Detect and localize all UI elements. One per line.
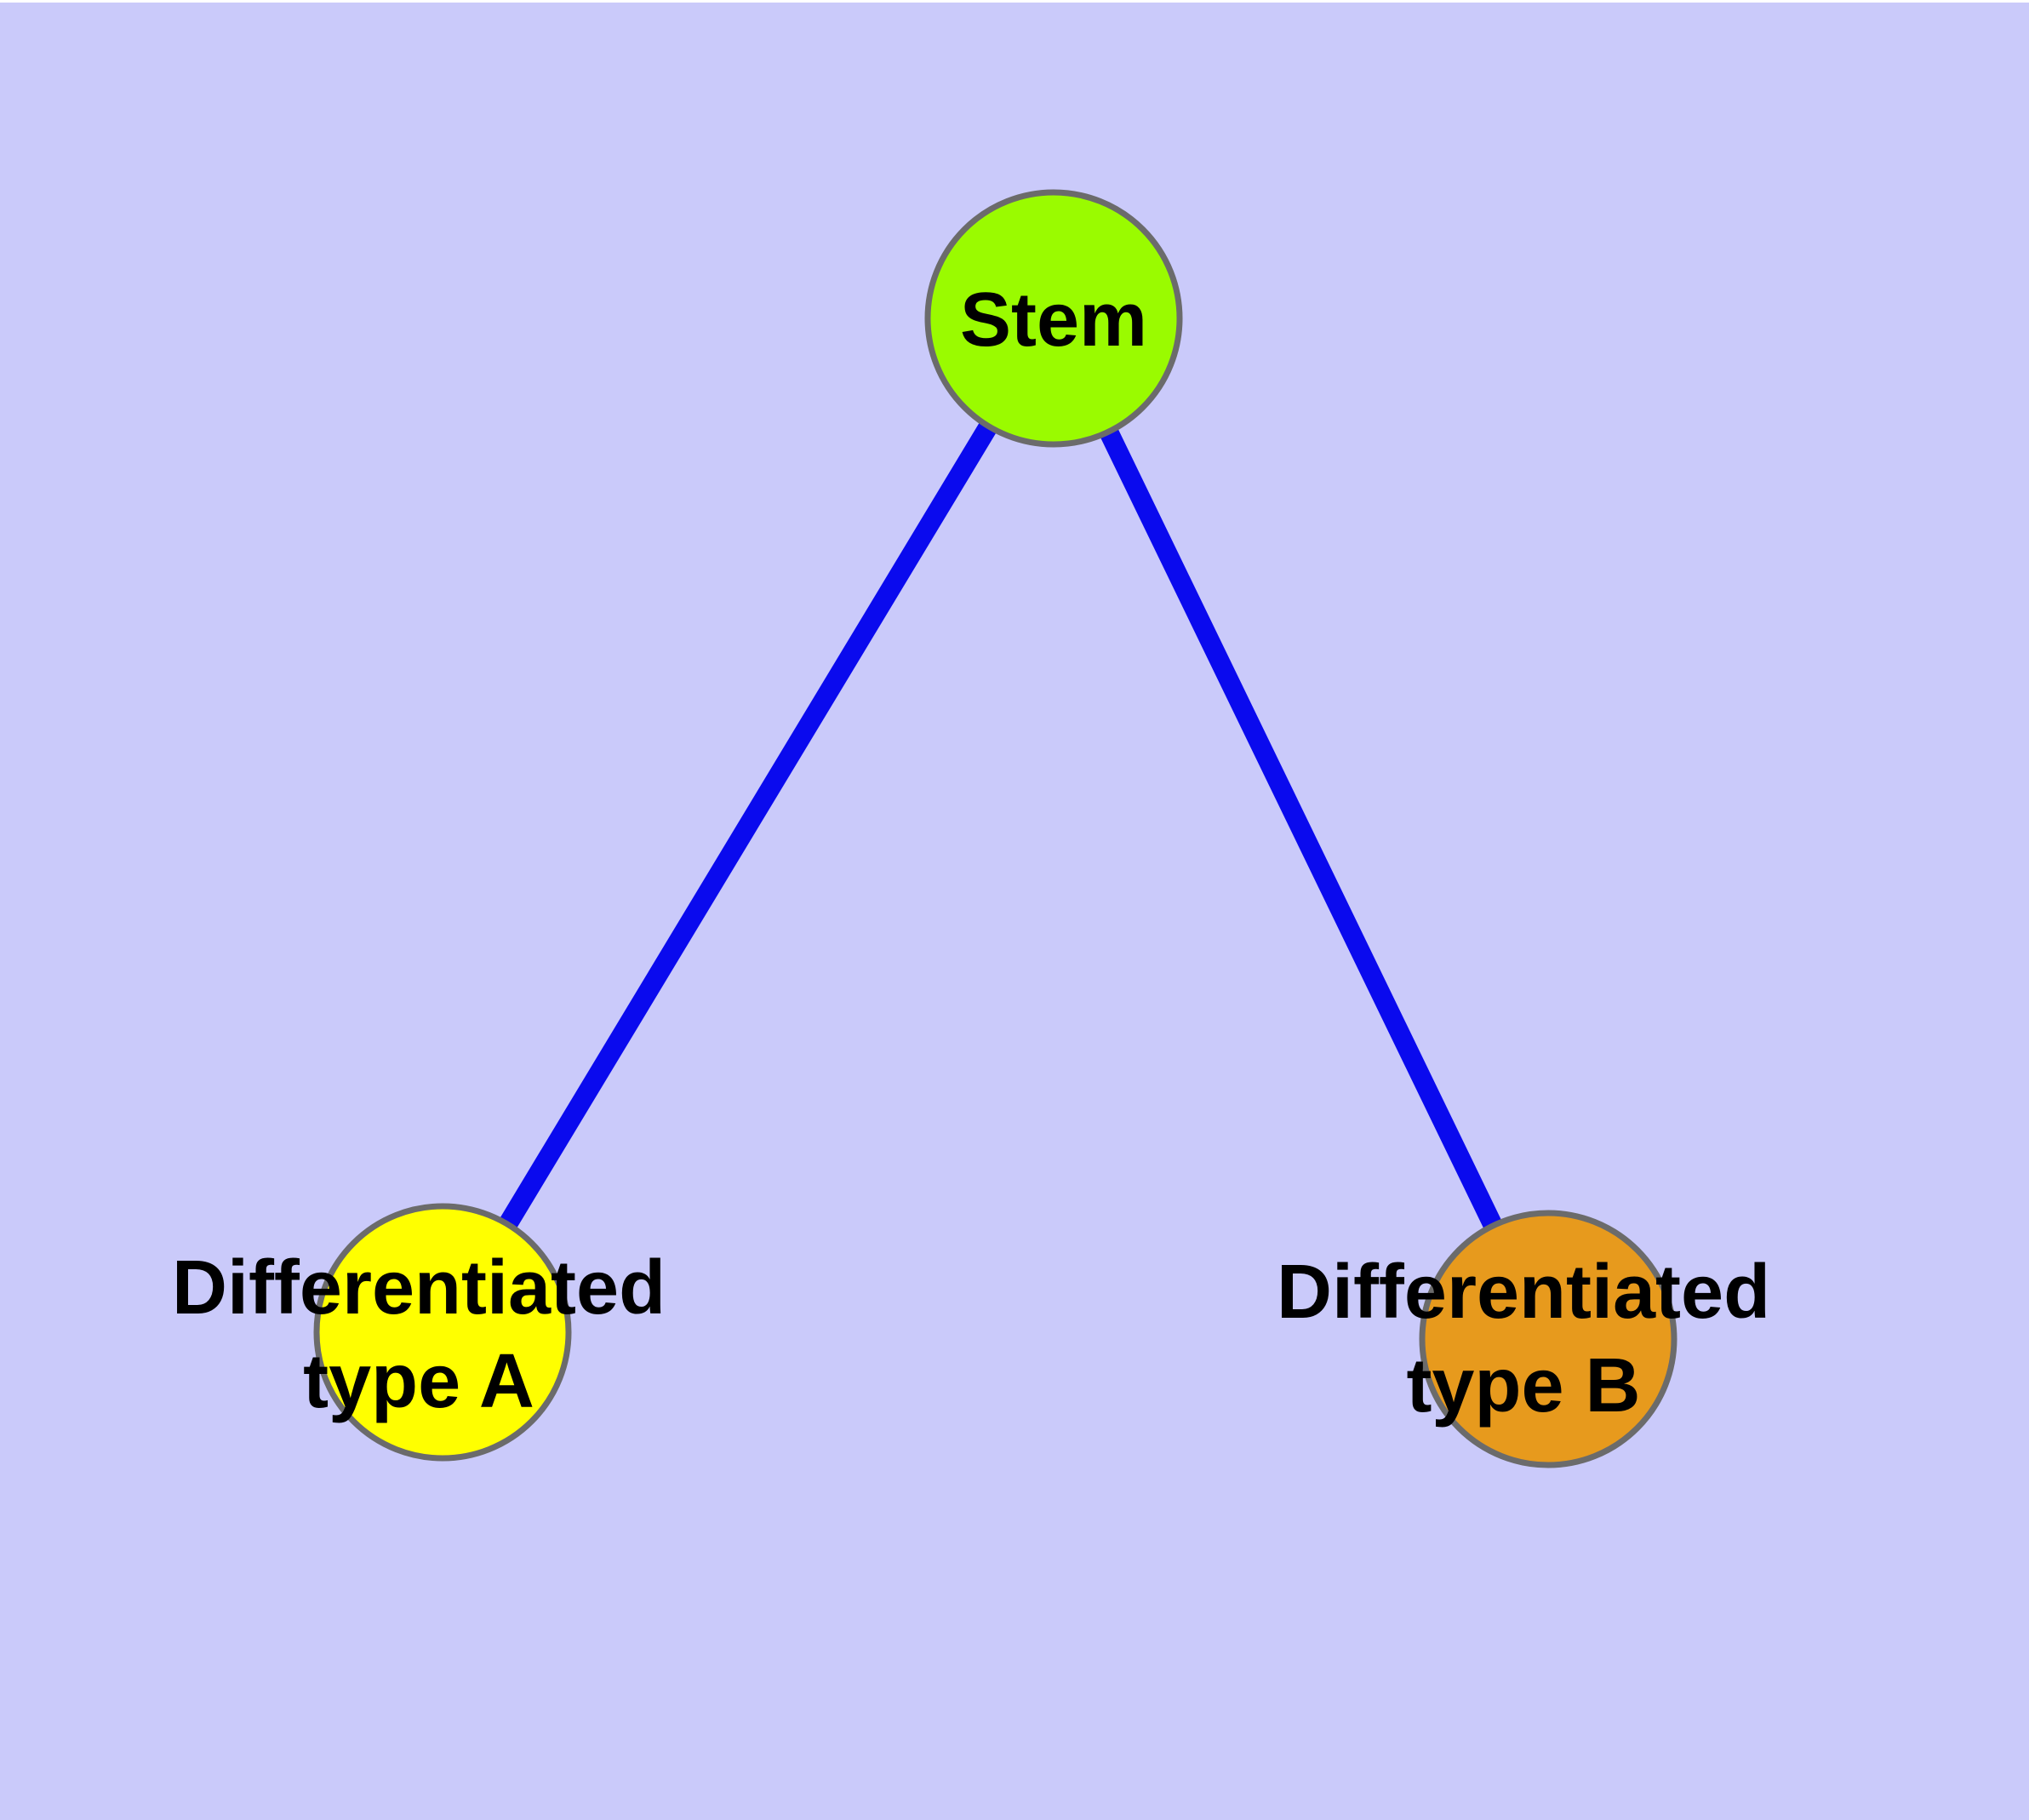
stem-node-label: Stem — [959, 278, 1148, 363]
type-a-label-line2: type A — [303, 1339, 534, 1424]
type-b-node-circle — [1419, 1210, 1677, 1468]
type-a-node-label: Differentiated type A — [172, 1241, 666, 1428]
type-a-label-line1: Differentiated — [171, 1245, 666, 1331]
top-white-strip — [0, 0, 2029, 3]
edge-stem-to-type-a — [434, 313, 1062, 1337]
stem-node-circle — [924, 189, 1183, 448]
edge-stem-to-type-b — [1044, 313, 1557, 1344]
type-b-label-line1: Differentiated — [1276, 1250, 1771, 1335]
type-b-label-line2: type B — [1406, 1343, 1641, 1428]
type-a-node-circle — [313, 1203, 572, 1462]
type-b-node-label: Differentiated type B — [1277, 1245, 1770, 1433]
